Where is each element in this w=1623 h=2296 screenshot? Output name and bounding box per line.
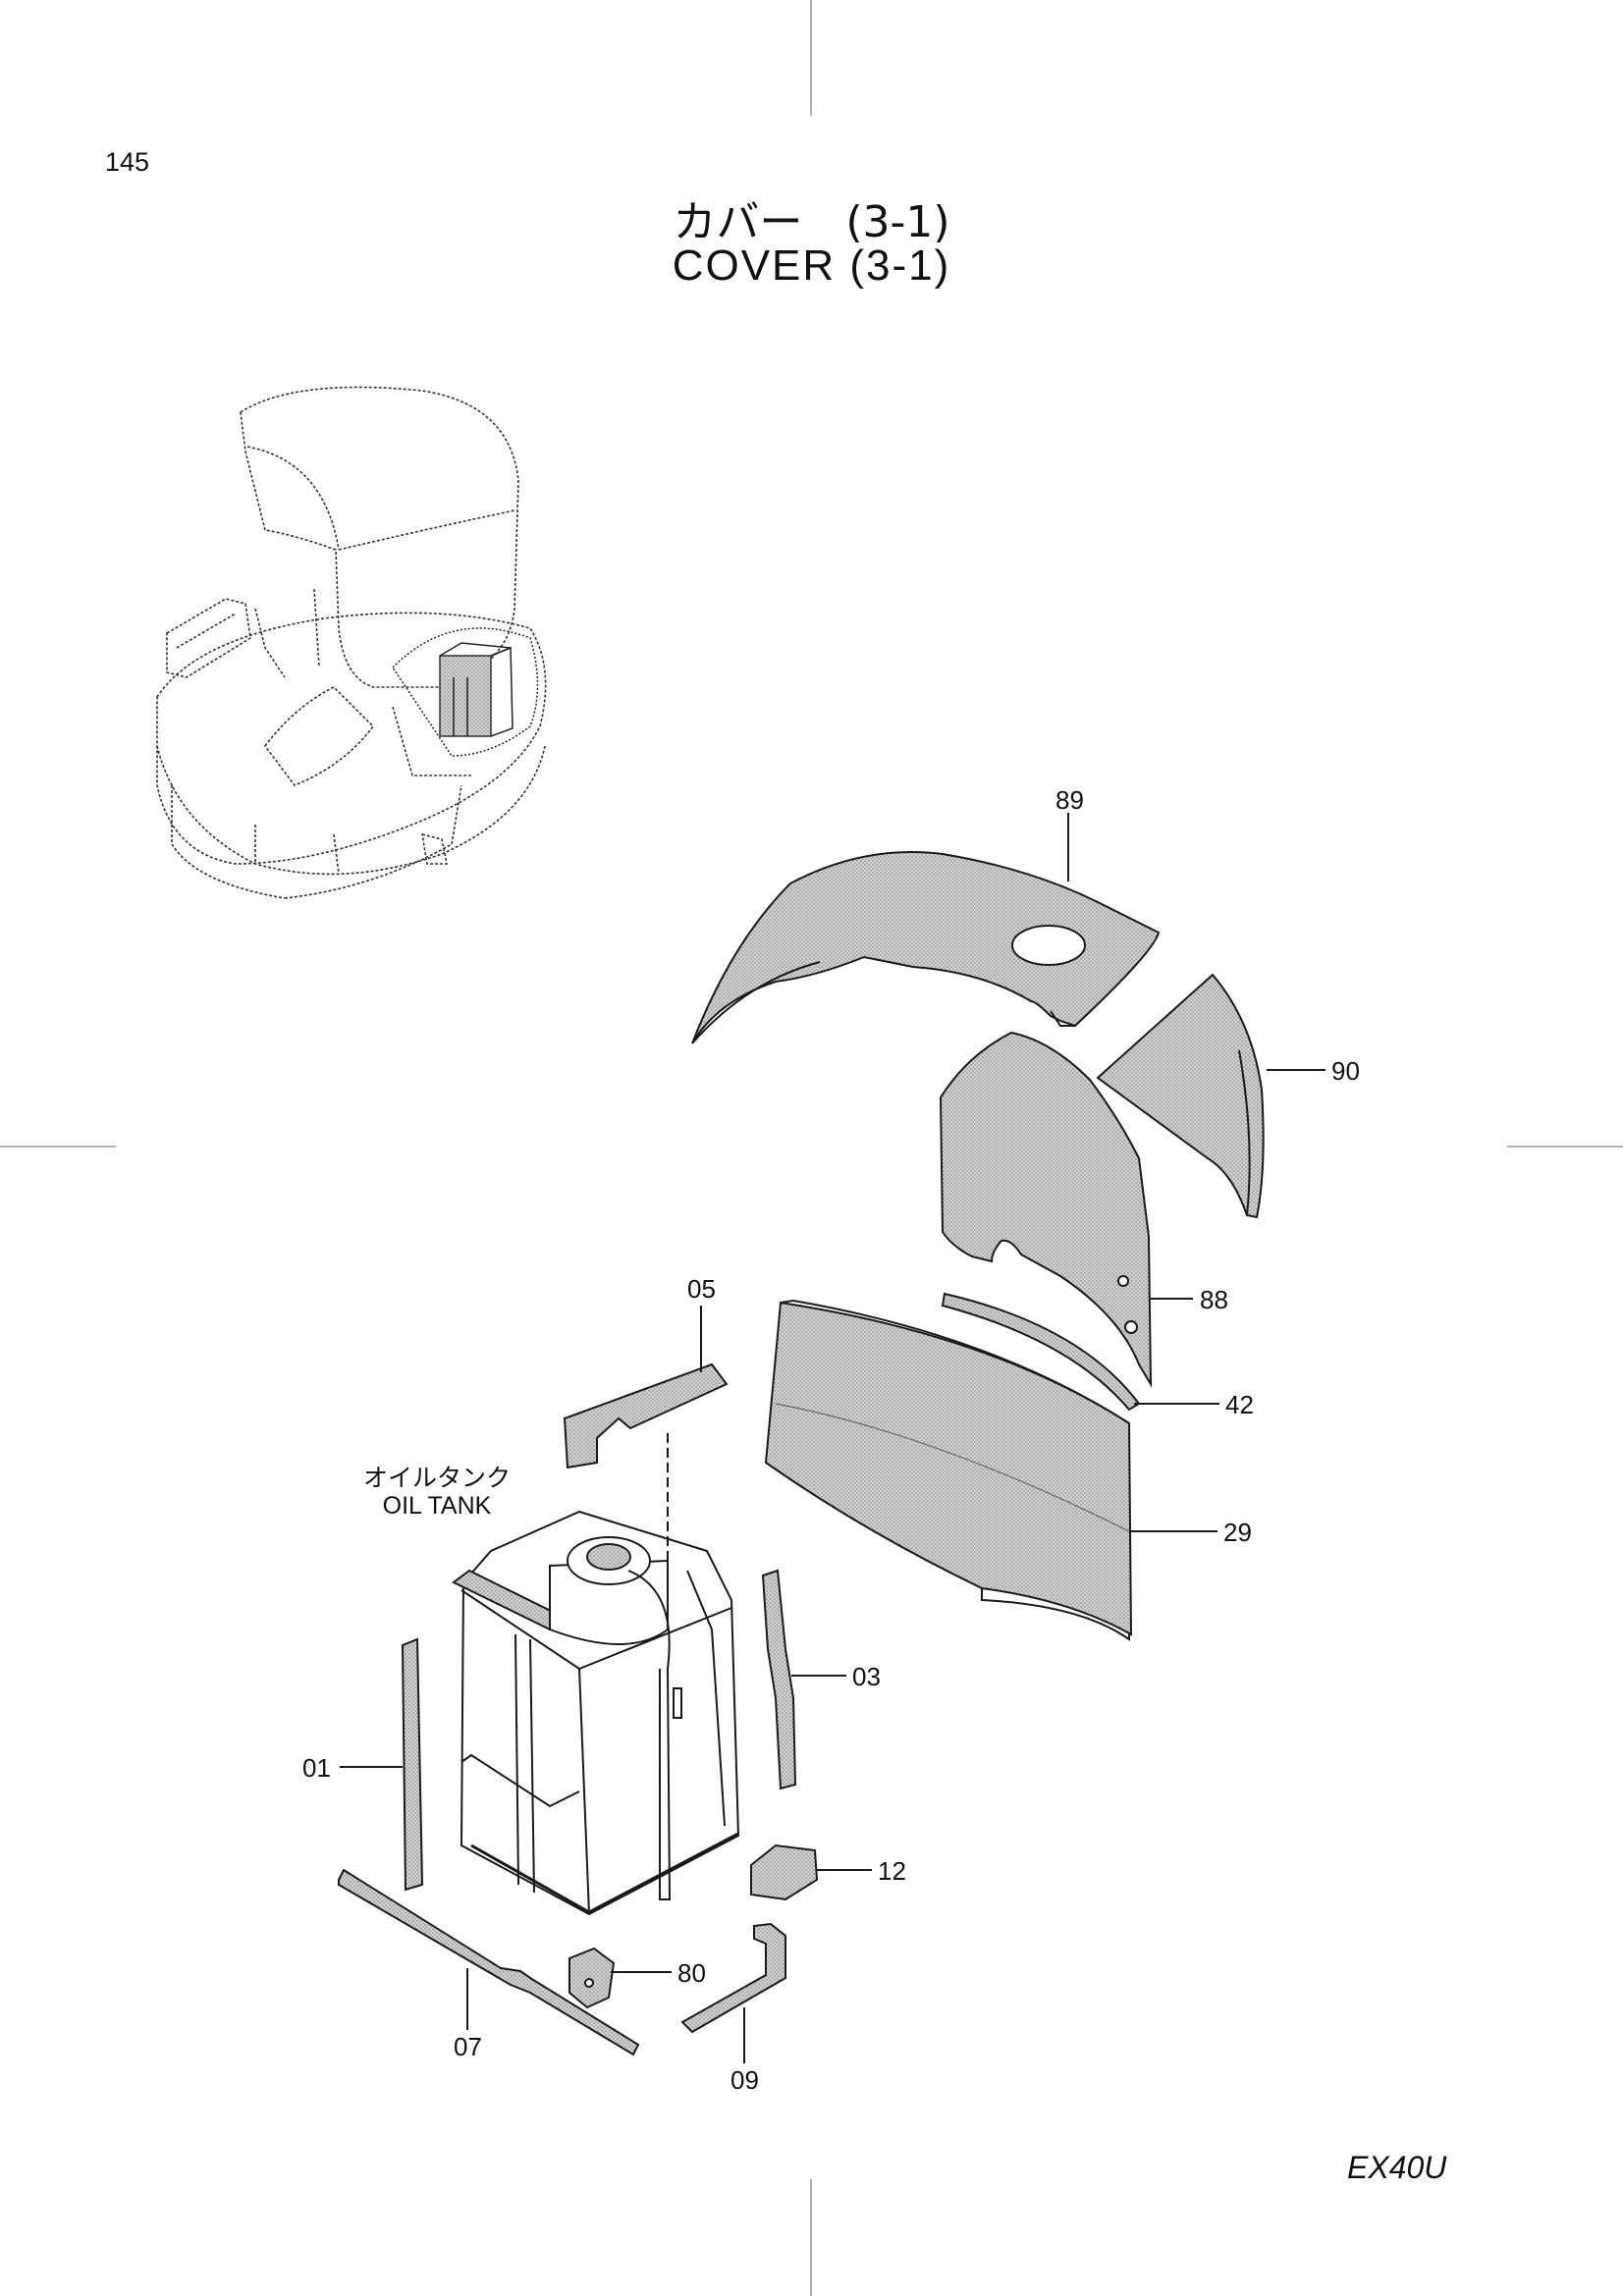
callout-80: 80 (677, 1958, 706, 1988)
part-03-strip (761, 1569, 797, 1790)
part-88-rear-cover (939, 1031, 1153, 1388)
callout-01: 01 (302, 1753, 331, 1783)
part-01-strip (401, 1637, 424, 1892)
machine-overview-illustration (156, 386, 547, 899)
part-80-block (568, 1947, 616, 2009)
page-title-japanese: カバー (3-1) (673, 197, 950, 247)
callout-88: 88 (1200, 1285, 1228, 1314)
callout-90: 90 (1331, 1056, 1360, 1086)
oil-tank-assembly (452, 1510, 740, 1916)
oil-tank-label-japanese: オイルタンク (362, 1464, 511, 1492)
callout-07: 07 (454, 2032, 482, 2061)
part-07-strip (338, 1868, 640, 2056)
page-title-english: COVER (3-1) (672, 241, 951, 290)
model-code: EX40U (1347, 2150, 1447, 2185)
page-number: 145 (105, 147, 150, 177)
callout-12: 12 (878, 1856, 906, 1886)
callout-03: 03 (852, 1662, 881, 1691)
callout-42: 42 (1225, 1390, 1254, 1419)
part-09-bracket (680, 1922, 786, 2034)
callout-09: 09 (730, 2065, 759, 2095)
callout-05: 05 (687, 1274, 716, 1304)
part-90-side-cover (1096, 973, 1265, 1219)
oil-tank-label-english: OIL TANK (382, 1492, 492, 1520)
part-42-seal-strip (941, 1292, 1141, 1412)
part-05-bracket (563, 1362, 729, 1469)
oil-tank-highlight-in-overview (392, 627, 539, 757)
part-29-panel (764, 1299, 1133, 1641)
part-89-hood-cover (691, 851, 1161, 1044)
callout-leaders (340, 813, 1325, 2063)
part-12-block (750, 1843, 819, 1901)
callout-29: 29 (1223, 1518, 1252, 1547)
callout-89: 89 (1055, 785, 1084, 815)
